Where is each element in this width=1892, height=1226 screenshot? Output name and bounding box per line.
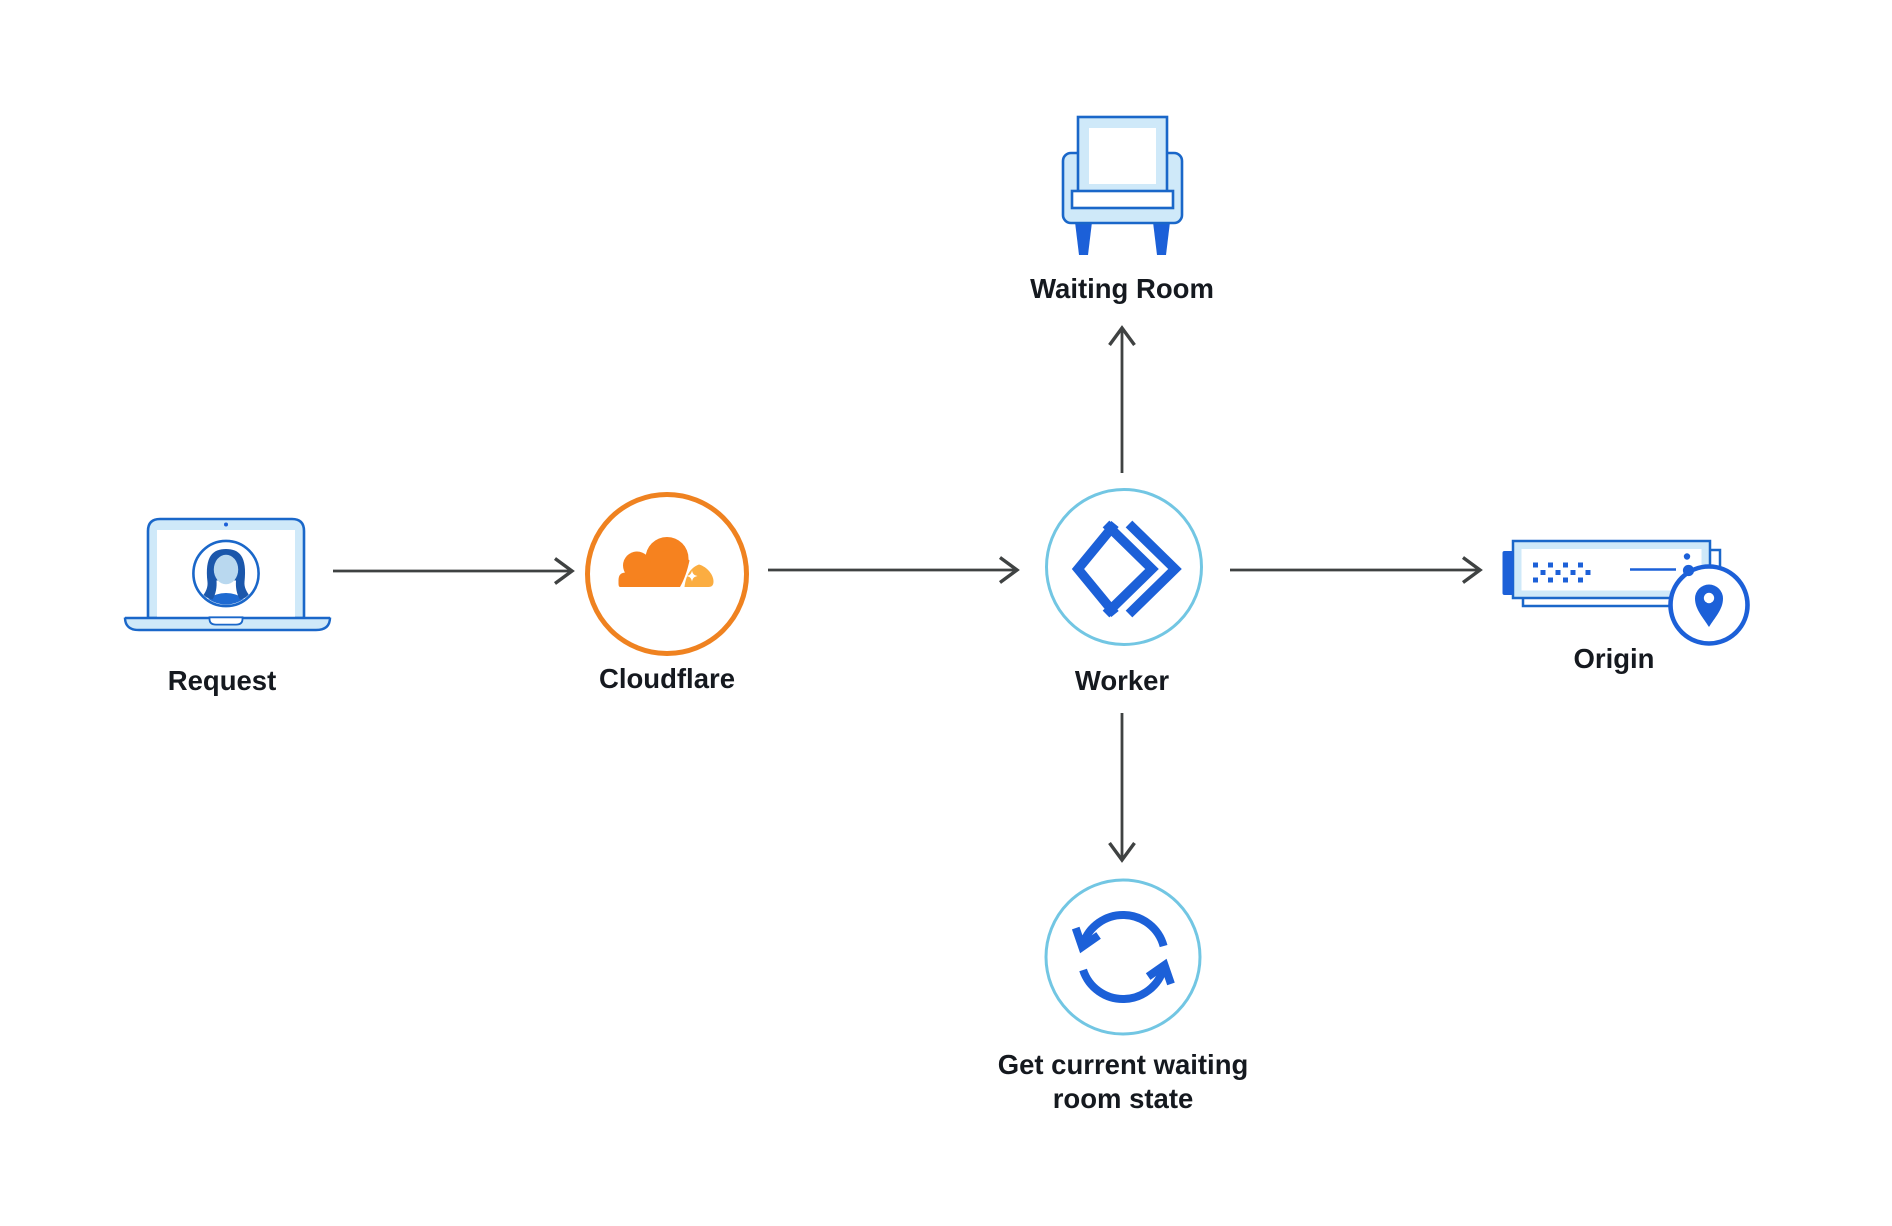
label-waiting-room-state-line2: room state [1052, 1083, 1194, 1114]
arrow-worker-to-origin [1230, 556, 1483, 584]
label-origin: Origin [1573, 643, 1655, 674]
laptop-user-icon [123, 517, 332, 632]
label-cloudflare: Cloudflare [599, 663, 735, 694]
label-request: Request [167, 665, 277, 696]
code-brackets-icon [1045, 488, 1203, 646]
server-dots [1533, 562, 1591, 583]
label-waiting-room-state-line1: Get current waiting [997, 1049, 1249, 1080]
location-pin-icon [1668, 564, 1750, 646]
arrow-worker-to-waiting-room [1108, 325, 1136, 473]
arrow-cloudflare-to-worker [768, 556, 1020, 584]
label-waiting-room-state: Get current waiting room state [998, 1048, 1249, 1116]
sync-arrows-icon [1044, 878, 1202, 1036]
server-location-icon [1502, 539, 1750, 646]
armchair-icon [1061, 115, 1184, 255]
cloudflare-cloud-icon [585, 492, 749, 656]
arrow-request-to-cloudflare [333, 557, 575, 585]
webcam-dot [224, 522, 228, 527]
arrow-worker-to-state [1108, 713, 1136, 863]
label-waiting-room: Waiting Room [1030, 273, 1214, 304]
label-worker: Worker [1074, 665, 1170, 696]
